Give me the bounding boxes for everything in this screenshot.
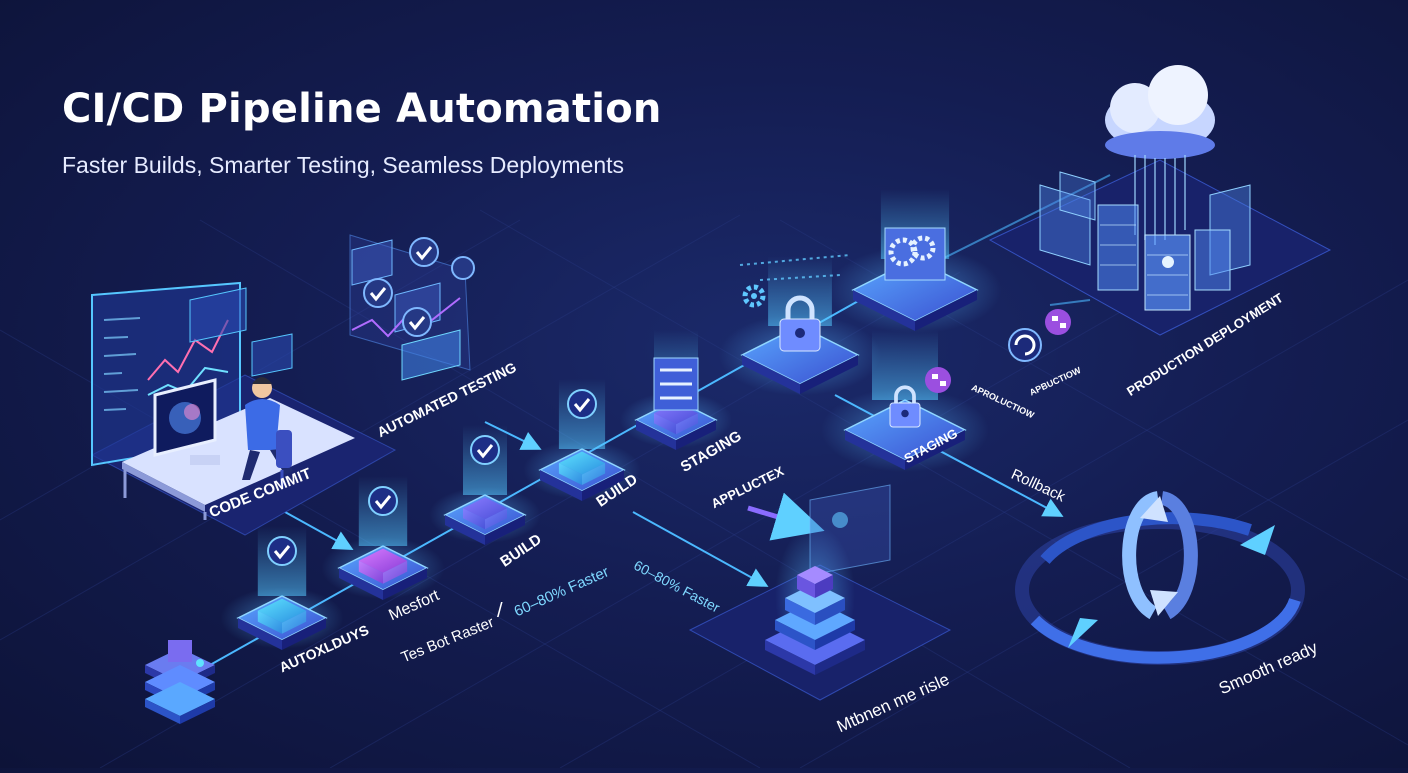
lock-icon: [889, 385, 921, 428]
arrow-icon: [1068, 618, 1098, 648]
page-title: CI/CD Pipeline Automation: [62, 86, 662, 132]
developer-workstation: [90, 281, 397, 536]
gear-icon: [888, 237, 918, 267]
rollback-cycle: [1015, 491, 1305, 665]
dashed-data-stream: [739, 254, 851, 281]
cloud-icon: [1105, 65, 1215, 159]
stage-tile-staging-2: [821, 330, 989, 472]
check-icon: [402, 307, 432, 337]
pipeline-stage-tiles: [220, 189, 1002, 650]
label-separator: /: [497, 600, 503, 622]
gear-icon: [910, 235, 936, 261]
stage-tile-config: [828, 189, 1002, 334]
check-icon: [451, 256, 475, 280]
workflow-badge-icon: [1045, 309, 1071, 335]
lock-icon: [779, 295, 821, 352]
stage-tile-build-2: [523, 379, 641, 501]
stage-tile-build: [429, 425, 541, 545]
test-checkmarks: [363, 237, 475, 337]
check-icon: [368, 486, 398, 516]
stage-tile-code-commit: [220, 526, 344, 650]
workflow-badge-icon: [925, 367, 951, 393]
arrow-icon: [1240, 525, 1275, 555]
stage-tile-security: [718, 256, 882, 396]
check-icon: [267, 536, 297, 566]
check-icon: [363, 278, 393, 308]
check-icon: [567, 389, 597, 419]
page-subtitle: Faster Builds, Smarter Testing, Seamless…: [62, 152, 625, 178]
refresh-icon: [1008, 328, 1042, 362]
production-environment: [988, 65, 1332, 336]
server-racks: [1039, 171, 1251, 311]
gear-icon: [742, 284, 766, 308]
check-icon: [470, 435, 500, 465]
artifact-stack: [145, 640, 215, 724]
stage-tile-staging: [620, 330, 732, 450]
check-icon: [409, 237, 439, 267]
monitoring-stack: [688, 484, 952, 701]
stage-tile-testing: [321, 476, 445, 600]
